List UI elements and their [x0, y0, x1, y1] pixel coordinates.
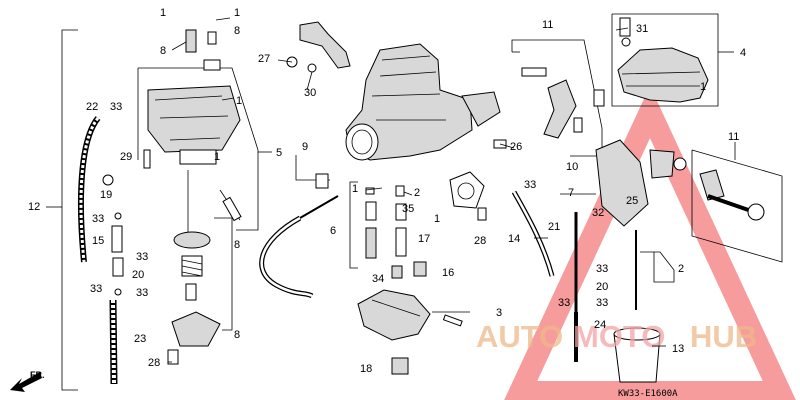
callout-16: 16 [442, 267, 454, 279]
carburetor-body [345, 43, 501, 161]
callout-13: 13 [672, 343, 684, 355]
callout-33: 33 [92, 213, 104, 225]
watermark-part2: MOTO [573, 319, 665, 354]
callout-21: 21 [548, 221, 560, 233]
callout-8: 8 [234, 239, 240, 251]
callout-33: 33 [90, 283, 102, 295]
callout-1: 1 [700, 81, 706, 93]
cup-13 [613, 327, 661, 383]
callout-1: 1 [434, 213, 440, 225]
callout-9: 9 [302, 141, 308, 153]
callout-34: 34 [372, 273, 384, 285]
callout-6: 6 [330, 225, 336, 237]
callout-20: 20 [132, 269, 144, 281]
callout-30: 30 [304, 87, 316, 99]
top-cover-4 [611, 13, 719, 107]
callout-33: 33 [596, 297, 608, 309]
callout-15: 15 [92, 235, 104, 247]
callout-8: 8 [234, 25, 240, 37]
callout-12: 12 [28, 201, 40, 213]
linkage-11 [511, 39, 605, 157]
bracket-12 [46, 29, 78, 391]
callout-29: 29 [120, 151, 132, 163]
callout-22: 22 [86, 101, 98, 113]
callout-33: 33 [110, 101, 122, 113]
front-marker-label: FR. [30, 370, 45, 380]
callout-18: 18 [360, 363, 372, 375]
callout-33: 33 [558, 297, 570, 309]
diagram-code: KW33-E1600A [618, 389, 678, 399]
left-small-parts [102, 149, 151, 296]
callout-24: 24 [594, 319, 606, 331]
callout-1: 1 [234, 7, 240, 19]
callout-11: 11 [728, 131, 739, 143]
callout-33: 33 [136, 287, 148, 299]
callout-2: 2 [414, 187, 420, 199]
callout-7: 7 [568, 187, 574, 199]
watermark-text: AUTO MOTO HUB [476, 319, 757, 354]
callout-4: 4 [740, 47, 746, 59]
throttle-assembly [595, 139, 783, 263]
callout-11: 11 [542, 19, 553, 31]
watermark-part1: AUTO [476, 319, 563, 354]
callout-20: 20 [596, 281, 608, 293]
callout-8: 8 [160, 45, 166, 57]
needle-parts [185, 29, 242, 222]
callout-3: 3 [496, 307, 502, 319]
callout-28: 28 [148, 357, 160, 369]
throttle-cable [259, 155, 339, 299]
callout-19: 19 [100, 189, 112, 201]
callout-32: 32 [592, 207, 604, 219]
watermark-triangle [504, 85, 796, 400]
callout-23: 23 [134, 333, 146, 345]
callout-1: 1 [236, 95, 242, 107]
leader-lines [168, 17, 736, 363]
float-3 [357, 289, 470, 375]
jet-stack [349, 181, 427, 279]
callout-33: 33 [524, 179, 536, 191]
pins [574, 212, 637, 362]
callout-35: 35 [402, 203, 414, 215]
callout-25: 25 [626, 195, 638, 207]
callout-26: 26 [510, 141, 522, 153]
callout-33: 33 [596, 263, 608, 275]
callout-1: 1 [160, 7, 166, 19]
callout-31: 31 [636, 23, 648, 35]
bracket-27-30 [286, 21, 351, 73]
front-arrow: FR. [10, 370, 45, 392]
gasket [449, 171, 487, 221]
callout-14: 14 [508, 233, 520, 245]
callout-8: 8 [234, 329, 240, 341]
callout-17: 17 [418, 233, 430, 245]
callout-27: 27 [258, 53, 270, 65]
float-chamber-group [137, 59, 272, 231]
diaphragm-group [167, 170, 233, 365]
line-14 [511, 190, 555, 277]
callout-28: 28 [474, 235, 486, 247]
callout-1: 1 [352, 183, 358, 195]
callout-33: 33 [136, 251, 148, 263]
callout-1: 1 [214, 151, 220, 163]
callout-10: 10 [566, 161, 578, 173]
callout-5: 5 [276, 147, 282, 159]
watermark-part3: HUB [690, 319, 757, 354]
callout-2: 2 [678, 263, 684, 275]
